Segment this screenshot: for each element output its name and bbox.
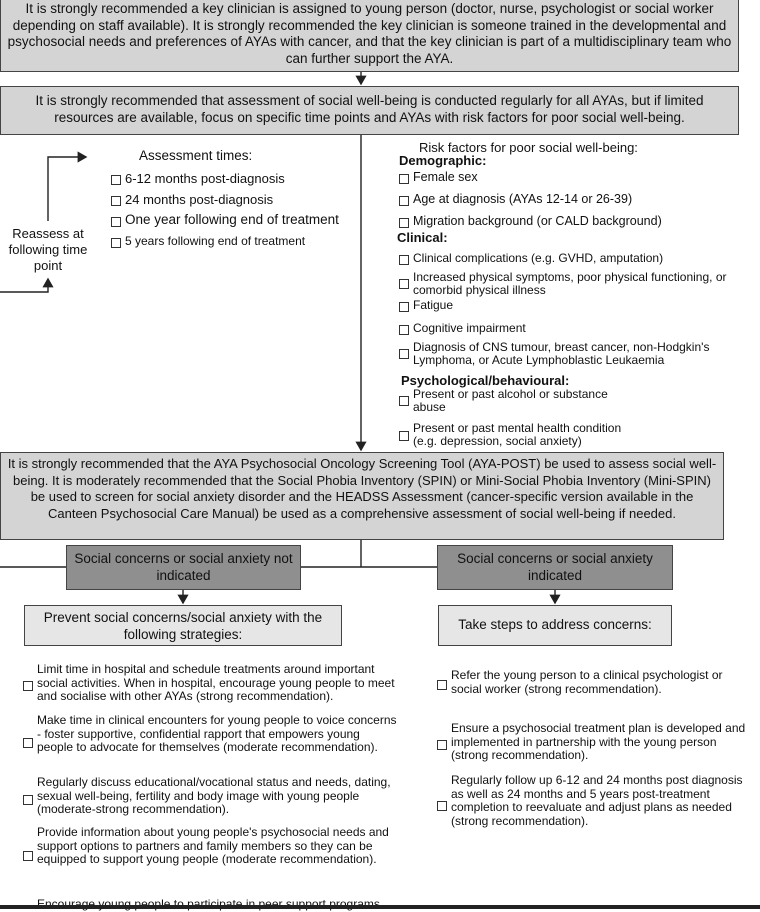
indicated-text: Social concerns or social anxiety indica…	[457, 551, 653, 583]
risk-item: Fatigue	[413, 298, 454, 312]
key-clinician-text: It is strongly recommended a key clinici…	[7, 1, 732, 66]
risk-item: Age at diagnosis (AYAs 12-14 or 26-39)	[413, 192, 633, 206]
risk-item: Clinical complications (e.g. GVHD, amput…	[413, 251, 664, 265]
prevent-text: Prevent social concerns/social anxiety w…	[43, 610, 323, 642]
checkbox-icon	[399, 302, 409, 312]
prevent-item: Limit time in hospital and schedule trea…	[37, 662, 395, 703]
address-text: Take steps to address concerns:	[458, 617, 652, 632]
checkbox-icon	[399, 255, 409, 265]
risk-item: Diagnosis of CNS tumour, breast cancer, …	[413, 340, 710, 367]
assessment-times-title: Assessment times:	[139, 148, 253, 163]
indicated-box: Social concerns or social anxiety indica…	[437, 545, 673, 590]
checkbox-icon	[399, 431, 409, 441]
clinical-heading: Clinical:	[397, 230, 448, 245]
assessment-text: It is strongly recommended that assessme…	[35, 93, 704, 125]
checkbox-icon	[111, 238, 121, 248]
risk-item: Female sex	[413, 170, 478, 184]
checkbox-icon	[23, 851, 33, 861]
checkbox-icon	[399, 196, 409, 206]
checkbox-icon	[437, 801, 447, 811]
checkbox-icon	[399, 396, 409, 406]
checkbox-icon	[437, 680, 447, 690]
address-item: Ensure a psychosocial treatment plan is …	[451, 721, 746, 762]
reassess-label: Reassess at following time point	[8, 226, 88, 273]
address-box: Take steps to address concerns:	[438, 605, 672, 646]
risk-factors-title: Risk factors for poor social well-being:	[419, 140, 638, 155]
key-clinician-box: It is strongly recommended a key clinici…	[0, 0, 739, 72]
prevent-item: Regularly discuss educational/vocational…	[37, 775, 391, 816]
prevent-item: Provide information about young people's…	[37, 825, 389, 866]
not-indicated-text: Social concerns or social anxiety not in…	[74, 551, 293, 583]
screening-text: It is strongly recommended that the AYA …	[7, 456, 717, 521]
checkbox-icon	[399, 218, 409, 228]
checkbox-icon	[23, 681, 33, 691]
demographic-heading: Demographic:	[399, 153, 487, 168]
checkbox-icon	[399, 325, 409, 335]
checkbox-icon	[437, 740, 447, 750]
assessment-time-item: One year following end of treatment	[125, 212, 339, 227]
address-item: Refer the young person to a clinical psy…	[451, 668, 723, 696]
address-item: Regularly follow up 6-12 and 24 months p…	[451, 773, 743, 828]
not-indicated-box: Social concerns or social anxiety not in…	[66, 545, 301, 590]
psychological-heading: Psychological/behavioural:	[401, 373, 570, 388]
assessment-box: It is strongly recommended that assessme…	[0, 86, 739, 135]
risk-item: Cognitive impairment	[413, 321, 526, 335]
checkbox-icon	[111, 217, 121, 227]
checkbox-icon	[399, 279, 409, 289]
risk-item: Migration background (or CALD background…	[413, 214, 662, 228]
risk-item: Present or past mental health condition …	[413, 421, 622, 448]
assessment-time-item: 5 years following end of treatment	[125, 234, 306, 248]
checkbox-icon	[111, 175, 121, 185]
risk-item: Present or past alcohol or substance abu…	[413, 387, 608, 414]
checkbox-icon	[399, 174, 409, 184]
assessment-time-item: 24 months post-diagnosis	[125, 192, 274, 207]
checkbox-icon	[399, 349, 409, 359]
checkbox-icon	[23, 738, 33, 748]
screening-box: It is strongly recommended that the AYA …	[0, 452, 724, 540]
prevent-item: Make time in clinical encounters for you…	[37, 713, 397, 754]
checkbox-icon	[111, 196, 121, 206]
risk-item: Increased physical symptoms, poor physic…	[413, 270, 727, 297]
checkbox-icon	[23, 795, 33, 805]
assessment-time-item: 6-12 months post-diagnosis	[125, 171, 285, 186]
bottom-edge	[0, 905, 760, 909]
prevent-box: Prevent social concerns/social anxiety w…	[24, 605, 342, 646]
